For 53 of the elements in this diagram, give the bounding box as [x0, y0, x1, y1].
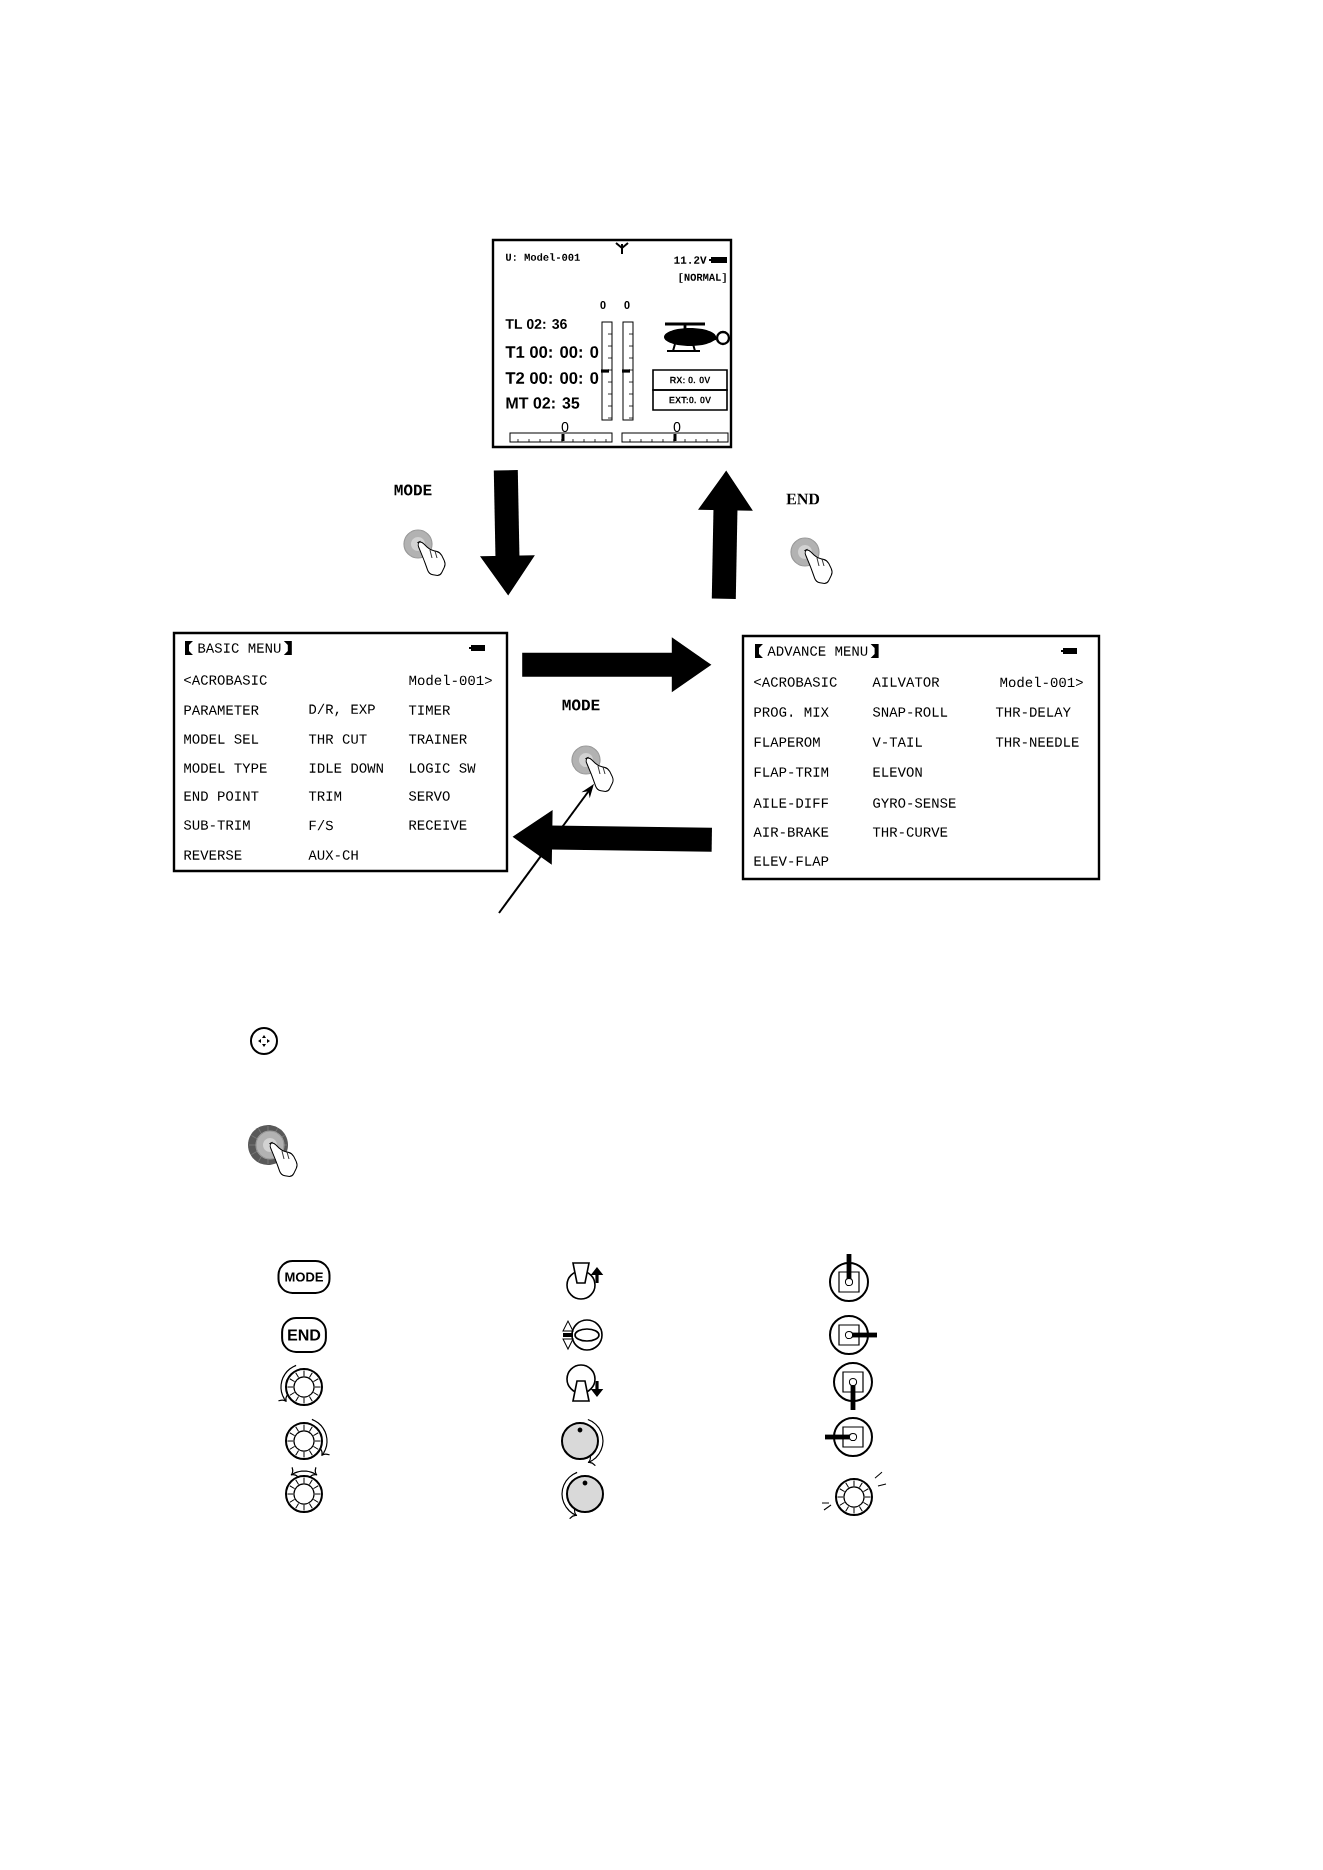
screen-text: MT 02: 35	[506, 397, 580, 409]
screen-text: TL 02: 36	[505, 319, 567, 329]
menu-item: PROG. MIX	[754, 707, 829, 717]
key-label: MODE	[394, 484, 432, 496]
menu-item: THR-NEEDLE	[995, 737, 1079, 747]
key-label: END	[786, 493, 820, 505]
screen-text: T2 00: 00: 0	[505, 372, 599, 384]
menu-item: IDLE DOWN	[309, 763, 383, 773]
menu-item: V-TAIL	[872, 737, 922, 747]
menu-item: Model-001>	[1000, 676, 1083, 688]
menu-item: <ACROBASIC	[754, 677, 837, 687]
screen-text: 0	[561, 422, 569, 432]
screen-text: T1 00: 00: 0	[505, 346, 599, 358]
menu-item: MODEL SEL	[184, 734, 259, 744]
menu-item: FLAP-TRIM	[754, 767, 829, 777]
menu-item: FLAPEROM	[754, 737, 820, 747]
menu-item: <ACROBASIC	[184, 675, 267, 685]
screen-text: U: Model-001	[506, 253, 580, 261]
menu-item: PARAMETER	[184, 705, 259, 715]
menu-item: REVERSE	[184, 850, 242, 860]
menu-item: Model-001>	[409, 674, 492, 686]
menu-item: SERVO	[408, 791, 450, 801]
screen-text: 0	[624, 301, 630, 309]
voltage-box: EXT:0. 0V	[652, 389, 728, 411]
menu-item: RECEIVE	[409, 820, 467, 830]
menu-item: THR-CURVE	[872, 827, 948, 837]
menu-item: TRAINER	[408, 734, 467, 744]
menu-item: AUX-CH	[308, 850, 358, 860]
menu-item: END POINT	[184, 791, 259, 801]
menu-item: GYRO-SENSE	[873, 798, 956, 808]
menu-item: AIR-BRAKE	[753, 827, 829, 837]
menu-item: TRIM	[308, 791, 342, 801]
key-label: MODE	[562, 699, 600, 711]
menu-item: THR-DELAY	[995, 707, 1071, 717]
screen-text: [NORMAL]	[679, 273, 726, 283]
voltage-box: RX: 0. 0V	[652, 369, 728, 391]
menu-title: ADVANCE MENU	[755, 644, 879, 658]
menu-item: THR CUT	[308, 734, 367, 744]
menu-item: F/S	[309, 819, 333, 831]
screen-text: 0	[600, 301, 606, 309]
screen-text: 0	[673, 422, 681, 432]
menu-item: TIMER	[408, 705, 451, 715]
menu-item: LOGIC SW	[410, 763, 476, 773]
screen-text: 11.2V	[674, 256, 707, 264]
menu-item: ELEVON	[873, 767, 922, 777]
menu-item: AILE-DIFF	[753, 798, 828, 808]
menu-item: SUB-TRIM	[183, 820, 250, 830]
menu-item: SNAP-ROLL	[872, 707, 948, 717]
menu-item: AILVATOR	[872, 677, 940, 687]
menu-item: MODEL TYPE	[184, 763, 267, 773]
menu-title: BASIC MENU	[185, 641, 292, 655]
menu-item: ELEV-FLAP	[754, 856, 829, 866]
menu-item: D/R, EXP	[309, 703, 375, 717]
